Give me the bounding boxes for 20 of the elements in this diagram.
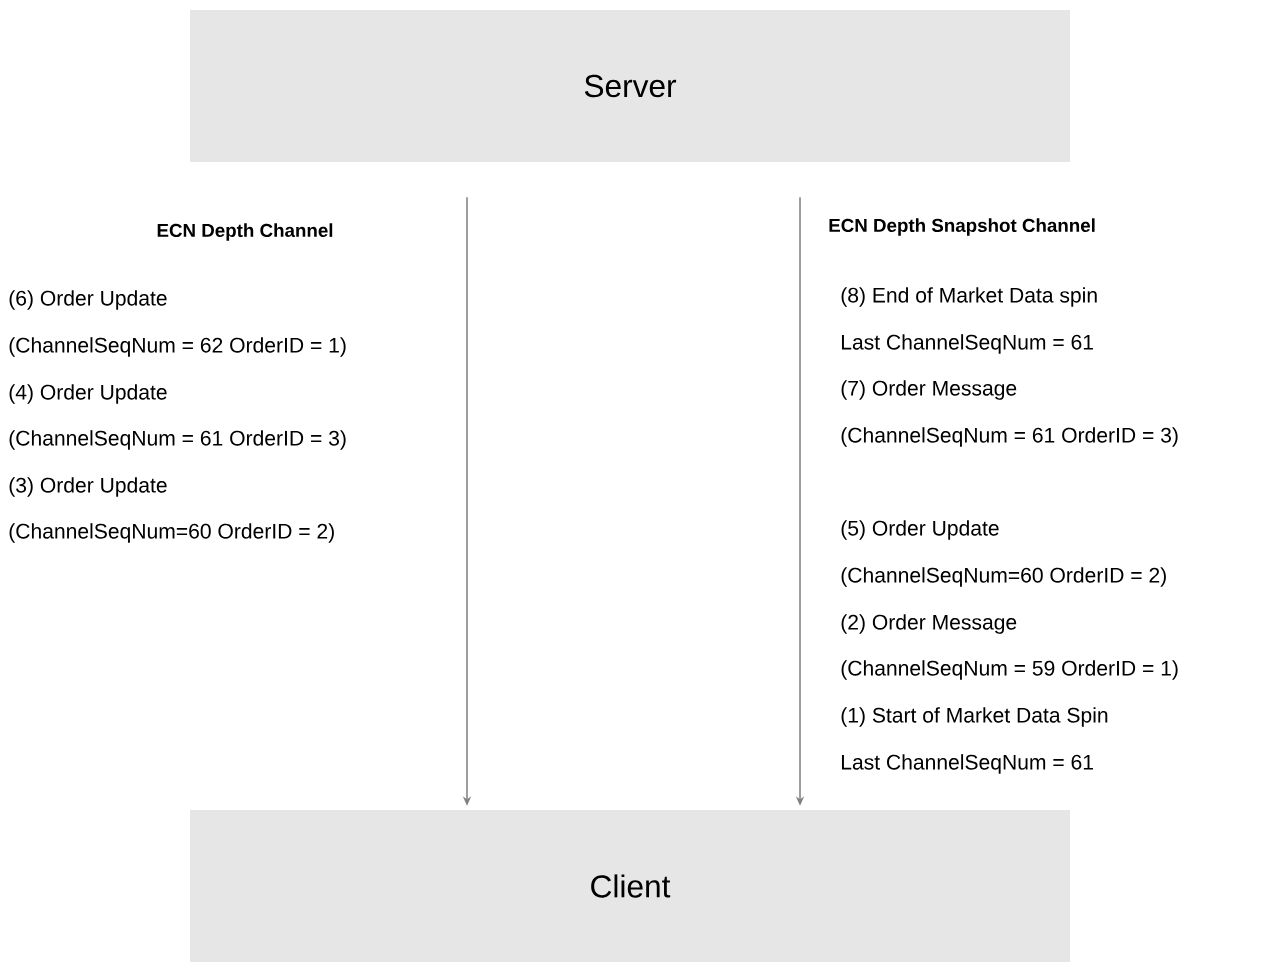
message-label: (1) Start of Market Data Spin (841, 707, 1108, 727)
message-label: (4) Order Update (9, 384, 167, 404)
message-label: (3) Order Update (9, 477, 167, 497)
endpoint-box: Server (190, 10, 1070, 162)
message-label: (5) Order Update (841, 520, 999, 540)
endpoint-box: Client (190, 810, 1070, 962)
message-label: (ChannelSeqNum = 59 OrderID = 1) (841, 660, 1178, 680)
message-label: (8) End of Market Data spin (841, 287, 1097, 307)
message-label: Last ChannelSeqNum = 61 (841, 754, 1093, 774)
message-label: (ChannelSeqNum = 62 OrderID = 1) (9, 337, 346, 357)
message-label: (2) Order Message (841, 614, 1017, 634)
message-label: (7) Order Message (841, 380, 1017, 400)
message-label: (ChannelSeqNum = 61 OrderID = 3) (841, 427, 1178, 447)
message-label: (ChannelSeqNum=60 OrderID = 2) (9, 523, 334, 543)
channel-heading: ECN Depth Snapshot Channel (829, 218, 1095, 236)
channel-heading: ECN Depth Channel (157, 223, 333, 241)
message-label: (6) Order Update (9, 290, 167, 310)
message-label: (ChannelSeqNum=60 OrderID = 2) (841, 567, 1166, 587)
message-label: Last ChannelSeqNum = 61 (841, 334, 1093, 354)
message-label: (ChannelSeqNum = 61 OrderID = 3) (9, 430, 346, 450)
